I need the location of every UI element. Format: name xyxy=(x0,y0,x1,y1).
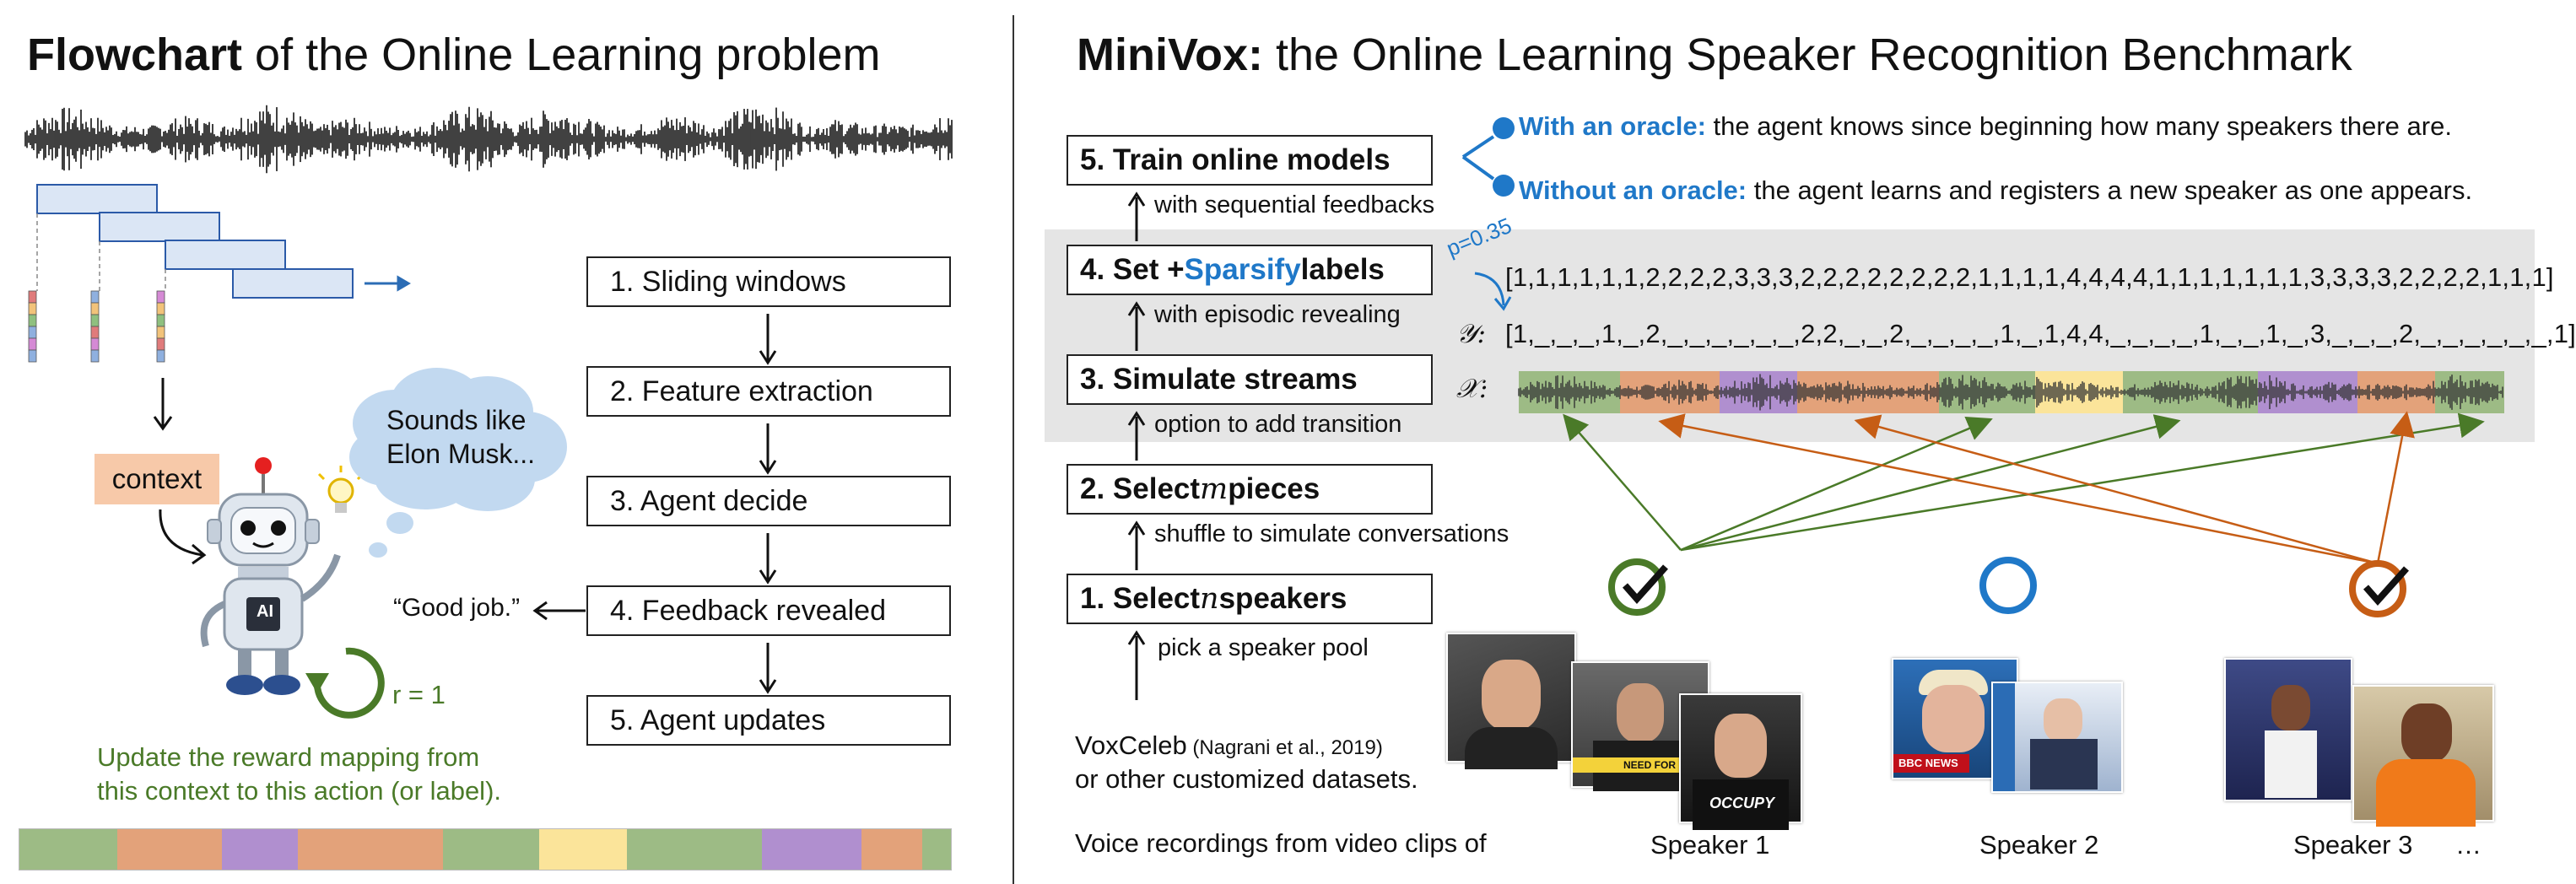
thought-text: Sounds like Elon Musk... xyxy=(386,405,536,469)
dataset-line2: or other customized datasets. xyxy=(1075,764,1418,794)
top-waveform xyxy=(24,105,953,174)
oracle-with: With an oracle: the agent knows since be… xyxy=(1519,111,2452,141)
left-step-agent-updates: 5. Agent updates xyxy=(586,695,951,746)
sparse-label-sequence: [1,_,_,_,1,_,2,_,_,_,_,_,_,2,2,_,_,2,_,_… xyxy=(1505,319,2576,348)
stream-waveform-bar xyxy=(1518,371,2504,413)
reward-loop-arrow xyxy=(305,647,385,719)
context-label: context xyxy=(95,454,219,504)
speaker1-photo-a xyxy=(1446,633,1576,769)
note-transition: option to add transition xyxy=(1154,411,1402,438)
arrow-to-context xyxy=(153,378,173,431)
note-episodic: with episodic revealing xyxy=(1154,301,1401,328)
right-step-select-pieces: 2. Select m pieces xyxy=(1067,464,1433,515)
x-symbol: 𝒳: xyxy=(1456,374,1488,404)
oracle-without: Without an oracle: the agent learns and … xyxy=(1519,175,2473,205)
right-step-arrows xyxy=(1127,191,1146,700)
speaker3-label: Speaker 3 xyxy=(2293,830,2413,860)
feedback-quote: “Good job.” xyxy=(393,594,521,622)
note-sequential: with sequential feedbacks xyxy=(1154,191,1435,218)
note-pool: pick a speaker pool xyxy=(1158,634,1369,661)
speaker-mapping-arrows xyxy=(1563,411,2485,565)
update-text-line1: Update the reward mapping from xyxy=(97,742,480,772)
left-step-sliding-windows: 1. Sliding windows xyxy=(586,256,951,307)
feedback-arrow xyxy=(532,601,586,621)
context-to-agent-arrow xyxy=(159,509,207,565)
speaker3-check-icon xyxy=(2349,560,2409,617)
sparsify-curve-arrow xyxy=(1474,272,1512,311)
speaker2-label: Speaker 2 xyxy=(1979,830,2099,860)
speaker3-photo-b xyxy=(2352,685,2494,827)
full-label-sequence: [1,1,1,1,1,1,2,2,2,2,3,3,3,2,2,2,2,2,2,2… xyxy=(1505,262,2554,292)
right-title: MiniVox: the Online Learning Speaker Rec… xyxy=(1077,30,2352,80)
left-step-arrows xyxy=(759,314,777,694)
note-shuffle: shuffle to simulate conversations xyxy=(1154,520,1509,547)
speaker1-photo-c: OCCUPY xyxy=(1679,693,1802,830)
robot-agent-icon xyxy=(200,457,341,695)
left-stream-bar xyxy=(19,828,952,871)
oracle-branch xyxy=(1461,117,1515,197)
more-speakers-ellipsis: … xyxy=(2455,830,2481,860)
speaker3-photo-a xyxy=(2224,658,2352,801)
left-step-feedback-revealed: 4. Feedback revealed xyxy=(586,585,951,636)
speaker1-photo-b: NEED FOR xyxy=(1571,661,1709,791)
right-step-simulate: 3. Simulate streams xyxy=(1067,354,1433,405)
panel-divider xyxy=(1013,15,1014,884)
right-step-train: 5. Train online models xyxy=(1067,135,1433,186)
speaker2-photo-b xyxy=(1991,682,2123,793)
sliding-windows-illustration xyxy=(36,184,411,299)
y-symbol: 𝒴: xyxy=(1456,319,1487,349)
right-step-sparsify: 4. Set + Sparsify labels xyxy=(1067,245,1433,295)
left-step-feature-extraction: 2. Feature extraction xyxy=(586,366,951,417)
reward-value: r = 1 xyxy=(392,680,446,709)
speaker1-label: Speaker 1 xyxy=(1650,830,1770,860)
dataset-line1: VoxCeleb (Nagrani et al., 2019) xyxy=(1075,730,1383,760)
speaker2-circle-icon xyxy=(1979,557,2037,614)
right-step-select-speakers: 1. Select n speakers xyxy=(1067,574,1433,624)
voice-caption: Voice recordings from video clips of xyxy=(1075,828,1487,858)
ai-chip-badge: AI xyxy=(257,601,273,621)
speaker1-check-icon xyxy=(1608,558,1668,616)
thought-cloud xyxy=(349,368,567,558)
left-step-agent-decide: 3. Agent decide xyxy=(586,476,951,526)
update-text-line2: this context to this action (or label). xyxy=(97,776,502,806)
left-title: Flowchart of the Online Learning problem xyxy=(27,30,881,80)
feature-vectors xyxy=(28,290,165,363)
